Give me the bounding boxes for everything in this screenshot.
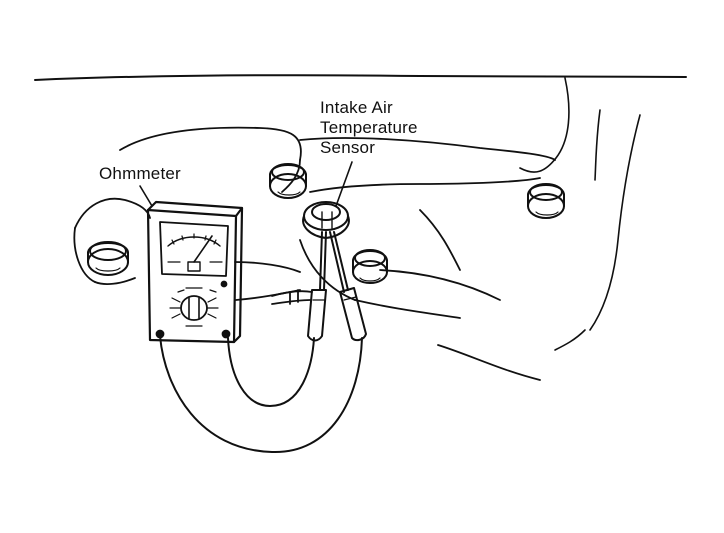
- probe-right: [329, 231, 367, 342]
- engine-right-contours: [519, 77, 641, 351]
- sensor-label-line-1: Intake Air: [320, 98, 393, 117]
- bolt-upper-middle: [269, 163, 307, 199]
- connector-cable: [271, 289, 313, 305]
- bolt-right: [527, 183, 565, 219]
- engine-top-edge: [34, 74, 687, 81]
- sensor-label-line-2: Temperature: [320, 118, 418, 137]
- sensor-leader-line: [335, 161, 353, 207]
- intake-air-temperature-sensor-label: Intake Air Temperature Sensor: [320, 98, 418, 158]
- intake-manifold-outline: [73, 126, 556, 381]
- ohmmeter-display: [159, 221, 229, 277]
- ohmmeter-jacks: [155, 280, 231, 339]
- sensor-label-line-3: Sensor: [320, 138, 376, 157]
- ohmmeter-label: Ohmmeter: [99, 164, 181, 183]
- bolt-left: [87, 241, 129, 276]
- ohmmeter-range-dial: [169, 287, 219, 327]
- bolt-center: [352, 249, 388, 284]
- ohmmeter-leader-line: [139, 185, 153, 207]
- probe-left: [307, 231, 327, 342]
- test-lead-left: [159, 335, 363, 454]
- test-lead-right: [227, 337, 315, 407]
